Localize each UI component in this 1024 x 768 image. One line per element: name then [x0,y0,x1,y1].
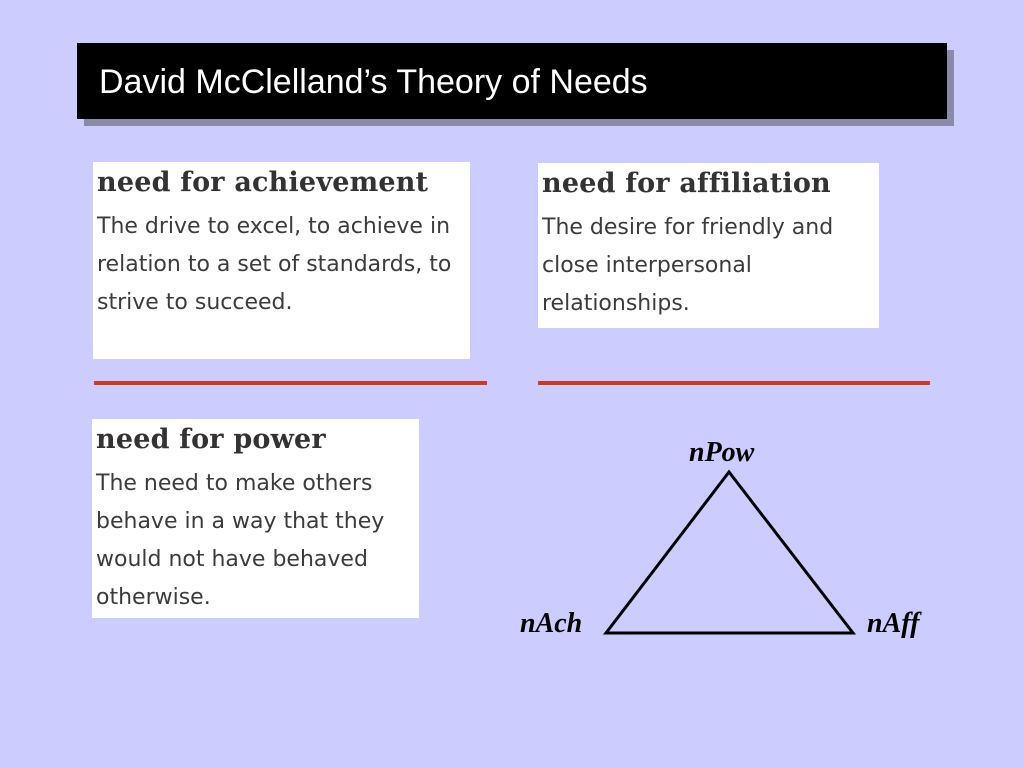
definition-power: The need to make others behave in a way … [96,471,385,610]
card-need-for-power: need for power The need to make others b… [92,419,419,618]
triangle-shape [602,469,857,635]
card-need-for-achievement: need for achievement The drive to excel,… [93,162,470,359]
term-affiliation: need for affiliation [542,168,831,199]
term-achievement: need for achievement [97,167,429,198]
divider-left [94,381,487,385]
slide-title: David McClelland’s Theory of Needs [77,43,947,119]
triangle-label-nach: nAch [520,608,583,639]
triangle-label-naff: nAff [867,608,920,639]
card-need-for-affiliation: need for affiliation The desire for frie… [538,163,879,328]
definition-affiliation: The desire for friendly and close interp… [542,215,834,316]
divider-right [538,381,930,385]
triangle-label-npow: nPow [689,437,755,468]
term-power: need for power [96,424,326,455]
definition-achievement: The drive to excel, to achieve in relati… [97,214,452,315]
